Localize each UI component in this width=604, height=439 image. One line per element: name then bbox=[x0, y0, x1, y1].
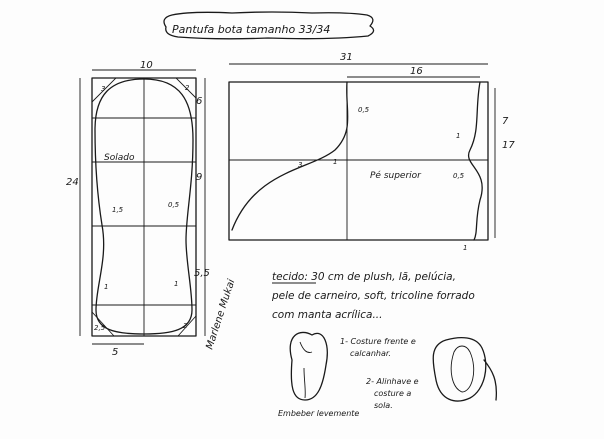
upper-pattern: 31 16 7 17 Pé superior 0,5 3 1 0,5 1 1 bbox=[228, 52, 515, 252]
step-2-line-2: costure a bbox=[374, 389, 411, 398]
sole-outline bbox=[94, 78, 194, 335]
upper-width: 31 bbox=[340, 52, 353, 63]
upper-right-width: 16 bbox=[410, 66, 423, 77]
signature-text: Marlene Mukai bbox=[204, 278, 237, 351]
sole-pattern: 10 24 6 9 5,5 5 3 2 2,5 2 Solado 1,5 0,5… bbox=[66, 60, 210, 358]
step-1-illustration: 1- Costure frente e calcanhar. Embeber l… bbox=[278, 331, 416, 418]
upper-rect bbox=[228, 81, 489, 241]
signature: Marlene Mukai bbox=[204, 278, 237, 351]
step-2-line-1: 2- Alinhave e bbox=[366, 377, 419, 386]
fabric-note: tecido: 30 cm de plush, lã, pelúcia, pel… bbox=[271, 271, 475, 321]
upper-mark-4: 0,5 bbox=[453, 172, 465, 180]
ease-note: Embeber levemente bbox=[278, 409, 359, 418]
fabric-line-2: pele de carneiro, soft, tricoline forrad… bbox=[271, 290, 475, 302]
sole-label: Solado bbox=[104, 153, 135, 163]
step-2-illustration: 2- Alinhave e costure a sola. bbox=[366, 336, 498, 410]
upper-h2: 17 bbox=[502, 140, 515, 151]
upper-right-edge bbox=[467, 81, 483, 241]
sole-dim-mid: 9 bbox=[196, 172, 202, 183]
step-1-line-1: 1- Costure frente e bbox=[340, 337, 416, 346]
sole-dim-bottom: 5 bbox=[112, 347, 118, 358]
upper-h1: 7 bbox=[502, 116, 509, 127]
step-2-line-3: sola. bbox=[374, 401, 393, 410]
upper-label: Pé superior bbox=[370, 170, 422, 181]
step-1-line-2: calcanhar. bbox=[350, 349, 391, 358]
upper-mark-6: 1 bbox=[463, 244, 467, 252]
upper-mark-3: 1 bbox=[333, 158, 337, 166]
sole-corner-tr: 2 bbox=[185, 84, 190, 92]
upper-mark-5: 1 bbox=[456, 132, 460, 140]
upper-mark-2: 3 bbox=[298, 161, 302, 169]
sole-mark-4: 1 bbox=[174, 280, 178, 288]
sole-mark-1: 1,5 bbox=[112, 206, 124, 214]
sole-mark-2: 0,5 bbox=[168, 201, 180, 209]
title-text: Pantufa bota tamanho 33/34 bbox=[172, 23, 330, 36]
sole-dim-low: 5,5 bbox=[194, 268, 210, 279]
fabric-line-3: com manta acrílica... bbox=[272, 309, 382, 321]
sole-corner-br: 2 bbox=[183, 322, 188, 330]
sole-corner-tl: 3 bbox=[101, 85, 105, 93]
sole-width: 10 bbox=[140, 60, 153, 71]
sole-dim-top: 6 bbox=[196, 96, 202, 107]
fabric-line-1: tecido: 30 cm de plush, lã, pelúcia, bbox=[272, 271, 456, 283]
upper-mark-1: 0,5 bbox=[358, 106, 370, 114]
title-cloud: Pantufa bota tamanho 33/34 bbox=[163, 11, 375, 40]
sole-mark-3: 1 bbox=[104, 283, 108, 291]
upper-curve bbox=[231, 81, 349, 231]
sole-corner-bl: 2,5 bbox=[94, 324, 106, 332]
sole-height: 24 bbox=[66, 177, 79, 188]
